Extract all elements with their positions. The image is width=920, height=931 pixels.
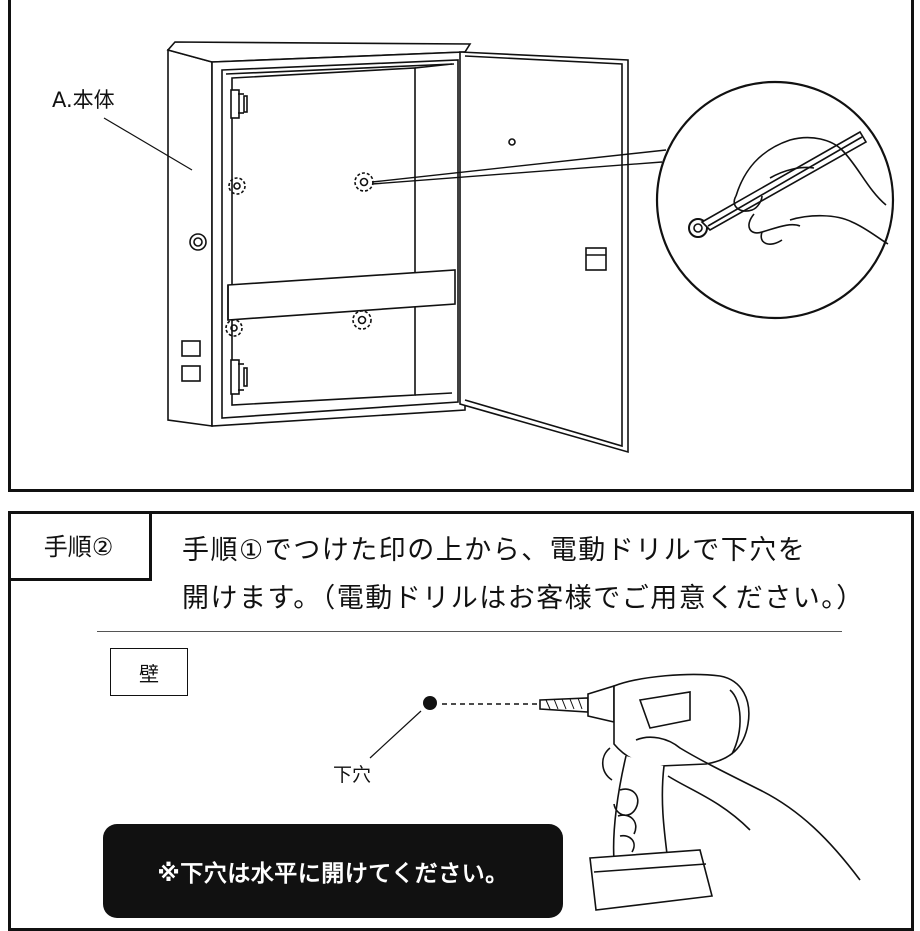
wall-label-box: 壁	[110, 648, 188, 696]
instruction-line-2: 開けます。（電動ドリルはお客様でご用意ください。）	[182, 583, 865, 614]
cabinet-marking-illustration	[103, 41, 895, 454]
step-tab: 手順②	[8, 511, 152, 581]
caution-note: ※下穴は水平に開けてください。	[103, 824, 563, 918]
figure-label-main-body: A.本体	[52, 88, 115, 112]
divider	[97, 631, 842, 632]
pilot-hole-label: 下穴	[333, 764, 372, 786]
instruction-line-1: 手順①でつけた印の上から、電動ドリルで下穴を	[182, 535, 807, 566]
pilot-hole-dot	[423, 696, 437, 710]
